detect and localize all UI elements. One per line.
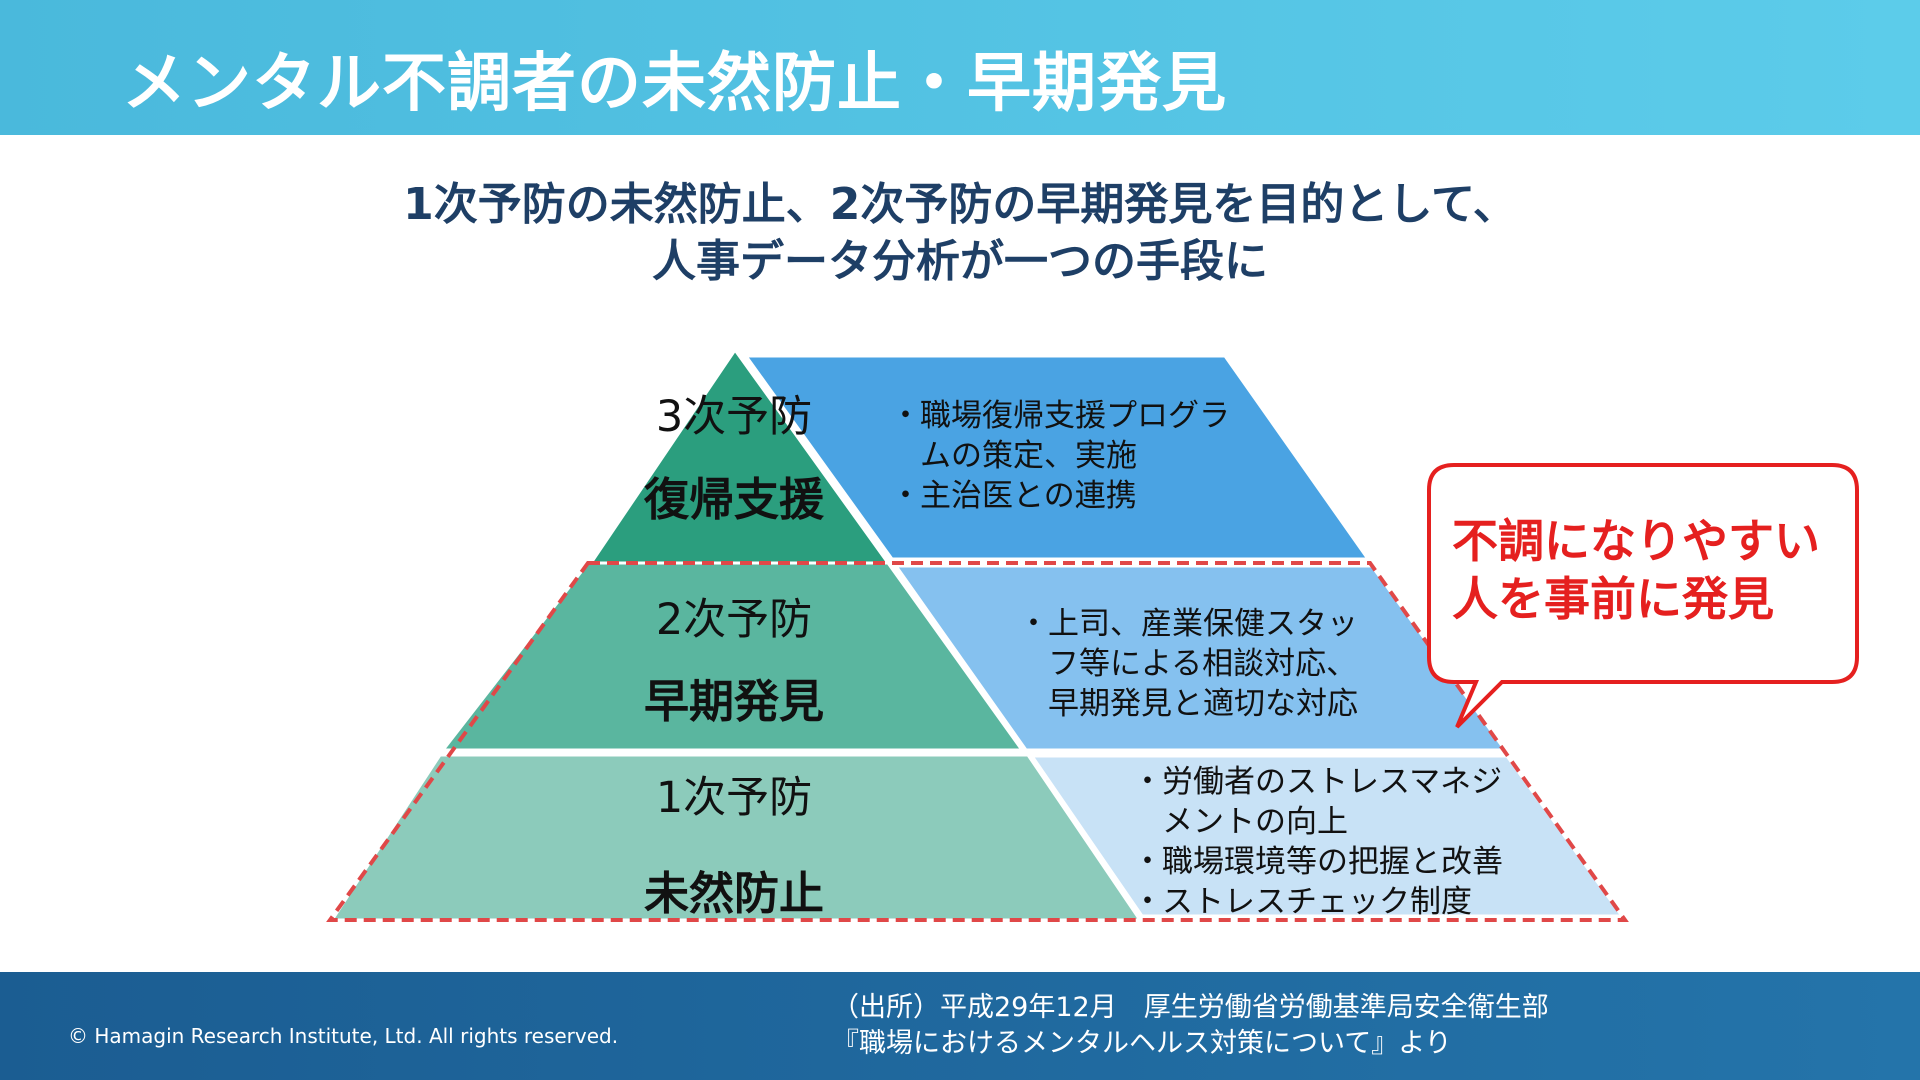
callout-bubble xyxy=(1427,463,1859,729)
list-item: ・ストレスチェック制度 xyxy=(1132,884,1472,920)
tier-3-bullet-list: ・職場復帰支援プログラムの策定、実施 ・主治医との連携 xyxy=(890,396,1250,516)
source-line-1: （出所）平成29年12月 厚生労働省労働基準局安全衛生部 xyxy=(832,992,1549,1023)
description-band-3 xyxy=(743,354,1371,561)
callout-line-2: 人を事前に発見 xyxy=(1452,572,1774,626)
page-title: メンタル不調者の未然防止・早期発見 xyxy=(122,47,1227,121)
list-item: ・職場復帰支援プログラムの策定、実施 xyxy=(890,398,1230,474)
callout-text: 不調になりやすい 人を事前に発見 xyxy=(1452,512,1820,628)
subtitle-line-2: 人事データ分析が一つの手段に xyxy=(652,236,1268,287)
tier-2-goal: 早期発見 xyxy=(643,675,824,728)
callout-line-1: 不調になりやすい xyxy=(1452,514,1820,568)
list-item: ・労働者のストレスマネジメントの向上 xyxy=(1132,764,1503,840)
tier-1-bullet-list: ・労働者のストレスマネジメントの向上 ・職場環境等の把握と改善 ・ストレスチェッ… xyxy=(1132,762,1532,922)
subtitle-line-1: 1次予防の未然防止、2次予防の早期発見を目的として、 xyxy=(403,179,1517,230)
description-band-1 xyxy=(1029,754,1625,918)
tier-1-name: 1次予防 xyxy=(655,773,813,823)
pyramid-tier-1 xyxy=(329,753,1143,922)
tier-3-goal: 復帰支援 xyxy=(643,473,824,526)
tier-3-name: 3次予防 xyxy=(655,392,813,442)
footer-bar xyxy=(0,972,1920,1080)
list-item: ・上司、産業保健スタッフ等による相談対応、早期発見と適切な対応 xyxy=(1018,606,1358,722)
highlight-dashed-outline xyxy=(326,561,1629,922)
list-item: ・職場環境等の把握と改善 xyxy=(1132,844,1503,880)
tier-2-bullet-list: ・上司、産業保健スタッフ等による相談対応、早期発見と適切な対応 xyxy=(1018,604,1368,724)
header-bar xyxy=(0,0,1920,135)
source-line-2: 『職場におけるメンタルヘルス対策について』より xyxy=(832,1028,1452,1059)
copyright-text: © Hamagin Research Institute, Ltd. All r… xyxy=(68,1024,619,1048)
list-item: ・主治医との連携 xyxy=(890,478,1137,514)
tier-1-goal: 未然防止 xyxy=(643,867,824,920)
tier-2-name: 2次予防 xyxy=(655,595,813,645)
